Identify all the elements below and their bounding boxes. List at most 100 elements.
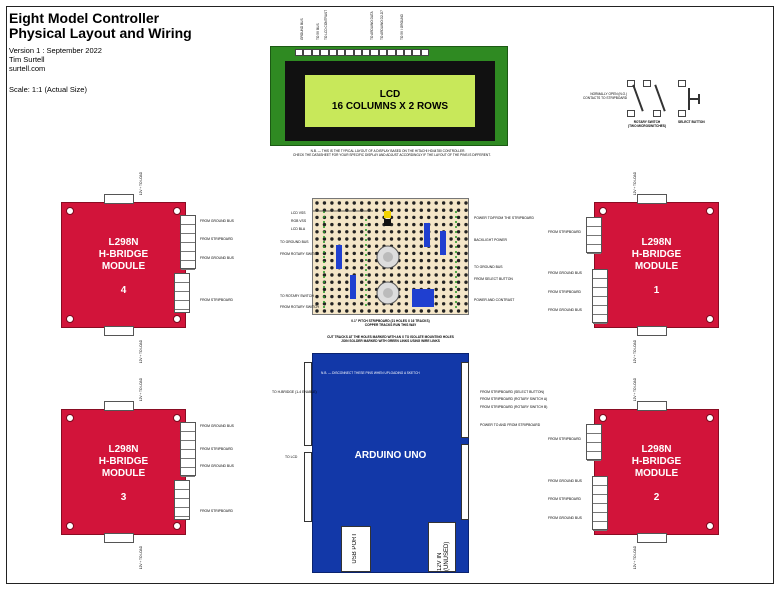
module-2-number: 2 — [653, 492, 660, 503]
module-1-number: 1 — [653, 285, 660, 296]
module-4-line3: MODULE — [101, 261, 146, 272]
module-1-line2: H-BRIDGE — [631, 249, 682, 260]
m4-wire-label-2: FROM STRIPBOARD — [200, 237, 233, 241]
m3-wire-label-1: FROM GROUND BUS — [200, 424, 234, 428]
module-4-bottom-label: 12V + TO LOAD — [139, 340, 143, 364]
h-bridge-module-4: L298N H-BRIDGE MODULE 4 — [61, 194, 196, 336]
switch-note-2: CONTACTS TO STRIPBOARD — [583, 95, 628, 100]
m4-wire-label-4: FROM STRIPBOARD — [200, 298, 233, 302]
resistor-3 — [424, 223, 430, 247]
m3-wire-label-2: FROM STRIPBOARD — [200, 447, 233, 451]
module-1-top-label: 12V + TO LOAD — [633, 172, 637, 196]
m2-wire-label-3: FROM STRIPBOARD — [548, 497, 581, 501]
rotary-caption-2: (TWO MICROSWITCHES) — [628, 123, 666, 128]
vin-label-1: 12V IN — [437, 552, 443, 571]
module-2-line1: L298N — [641, 444, 672, 455]
lcd-header — [295, 49, 429, 57]
module-4-top-label: 12V + TO LOAD — [139, 172, 143, 196]
arduino-header-right — [461, 362, 469, 438]
arduino-header-left-2 — [304, 452, 312, 522]
module-3-line3: MODULE — [101, 468, 146, 479]
module-3-bottom-label: 12V + TO LOAD — [139, 546, 143, 570]
module-2-terminal — [586, 424, 602, 461]
module-3-top-terminal — [104, 401, 134, 411]
h-bridge-module-3: L298N H-BRIDGE MODULE 3 — [61, 401, 196, 543]
stripboard — [312, 198, 469, 315]
m2-wire-label-2: FROM GROUND BUS — [548, 479, 582, 483]
author-text: Tim Surtell — [9, 55, 45, 64]
version-text: Version 1 : September 2022 — [9, 46, 102, 55]
module-1-top-terminal — [637, 194, 667, 204]
module-1-bottom-terminal — [637, 326, 667, 336]
m1-wire-label-1: FROM STRIPBOARD — [548, 230, 581, 234]
select-button — [678, 80, 708, 118]
lcd-module: LCD 16 COLUMNS X 2 ROWS — [270, 46, 508, 146]
module-2-bottom-label: 12V + TO LOAD — [633, 546, 637, 570]
title-line-2: Physical Layout and Wiring — [9, 25, 192, 41]
h-bridge-module-2: L298N H-BRIDGE MODULE 2 — [586, 401, 719, 543]
m3-wire-label-3: FROM GROUND BUS — [200, 464, 234, 468]
resistor-4 — [440, 231, 446, 255]
power-jack: 12V IN (UNUSED) — [428, 522, 456, 572]
h-bridge-module-1: L298N H-BRIDGE MODULE 1 — [586, 194, 719, 336]
module-2-power-terminal — [592, 476, 608, 531]
usb-label-1: USB — [352, 551, 358, 564]
m4-wire-label-1: FROM GROUND BUS — [200, 219, 234, 223]
stripboard-holes — [313, 201, 468, 313]
lcd-note-1: N.B. — THIS IS THE TYPICAL LAYOUT OF A D… — [310, 149, 466, 153]
page-title: Eight Model Controller Physical Layout a… — [9, 11, 192, 41]
module-3-number: 3 — [120, 492, 127, 503]
m1-wire-label-4: FROM GROUND BUS — [548, 308, 582, 312]
module-4-terminal — [180, 215, 196, 270]
usb-label-2: PORT — [352, 533, 358, 550]
m1-wire-label-2: FROM GROUND BUS — [548, 271, 582, 275]
lcd-size-label: 16 COLUMNS X 2 ROWS — [331, 101, 449, 112]
m2-wire-label-1: FROM STRIPBOARD — [548, 437, 581, 441]
module-2-line3: MODULE — [634, 468, 679, 479]
module-3-line2: H-BRIDGE — [98, 456, 149, 467]
usb-port: USB PORT — [341, 526, 371, 572]
module-1-terminal — [586, 217, 602, 254]
module-1-line3: MODULE — [634, 261, 679, 272]
switch-note-1: NORMALLY OPEN (N.O.) — [590, 92, 628, 96]
m1-wire-label-3: FROM STRIPBOARD — [548, 290, 581, 294]
lcd-bezel: LCD 16 COLUMNS X 2 ROWS — [285, 61, 495, 141]
resistor-1 — [336, 245, 342, 269]
module-4-bottom-terminal — [104, 326, 134, 336]
lcd-screen: LCD 16 COLUMNS X 2 ROWS — [305, 75, 475, 127]
module-4-top-terminal — [104, 194, 134, 204]
arduino-top-note: N.B. — DISCONNECT THESE PINS WHEN UPLOAD… — [321, 371, 420, 375]
module-1-bottom-label: 12V + TO LOAD — [633, 340, 637, 364]
arduino-board: N.B. — DISCONNECT THESE PINS WHEN UPLOAD… — [304, 353, 469, 573]
rotary-caption-1: ROTARY SWITCH — [633, 120, 661, 124]
stripboard-caption-2: COPPER TRACKS RUN THIS WAY — [364, 322, 417, 327]
stripboard-caption-1: 0.1" PITCH STRIPBOARD (21 HOLES X 16 TRA… — [351, 319, 430, 323]
title-line-1: Eight Model Controller — [9, 10, 160, 26]
module-1-power-terminal — [592, 269, 608, 324]
lcd-pin-labels: GROUND BUS TO 5V BUS TO LCD CONTRAST TO … — [300, 9, 404, 40]
m2-wire-label-4: FROM GROUND BUS — [548, 516, 582, 520]
lcd-label: LCD — [379, 89, 401, 100]
voltage-regulator — [412, 289, 434, 307]
module-3-power-terminal — [174, 480, 190, 520]
resistor-2 — [350, 275, 356, 299]
site-text: surtell.com — [9, 64, 46, 73]
arduino-label: ARDUINO UNO — [354, 450, 427, 461]
module-4-number: 4 — [120, 285, 127, 296]
rotary-switch — [627, 80, 669, 118]
module-2-line2: H-BRIDGE — [631, 456, 682, 467]
module-4-power-terminal — [174, 273, 190, 313]
module-3-line1: L298N — [108, 444, 139, 455]
module-3-bottom-terminal — [104, 533, 134, 543]
module-4-line2: H-BRIDGE — [98, 249, 149, 260]
module-2-bottom-terminal — [637, 533, 667, 543]
stripboard-note-1: CUT TRACKS AT THE HOLES MARKED WITH AN X… — [327, 335, 454, 339]
module-4-line1: L298N — [108, 237, 139, 248]
arduino-header-left — [304, 362, 312, 446]
m3-wire-label-4: FROM STRIPBOARD — [200, 509, 233, 513]
lcd-note-2: CHECK THE DATASHEET FOR YOUR SPECIFIC DI… — [293, 152, 491, 157]
select-caption: SELECT BUTTON — [678, 120, 705, 124]
module-2-top-terminal — [637, 401, 667, 411]
vin-label-2: (UNUSED) — [444, 541, 450, 571]
module-2-top-label: 12V + TO LOAD — [633, 378, 637, 402]
